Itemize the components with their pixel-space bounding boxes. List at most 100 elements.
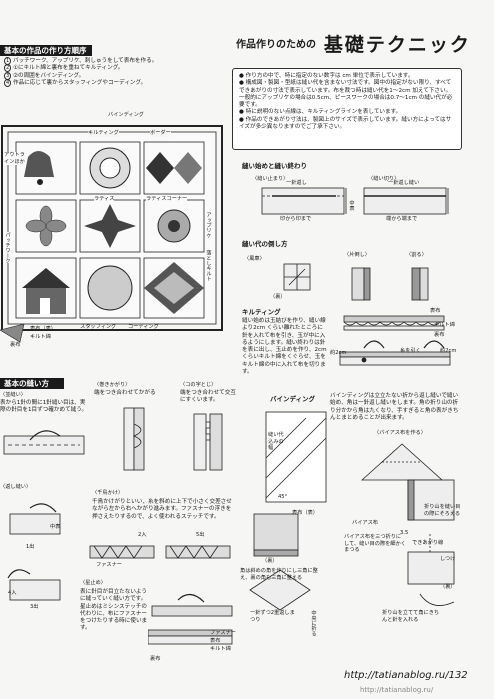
herringbone-title: 〈千鳥かけ〉 — [92, 490, 124, 496]
binding-corner-note: 角は斜めの角を作りにし三角に整え、裏の角も三角に整える — [240, 568, 318, 581]
running-stitch-text: 表から1針の間に1針縫い目は、実際の針目を1目ずつ確かめて縫う。 — [0, 400, 88, 414]
quilting-approx2: 約2cm — [330, 350, 347, 356]
backstitch-title: 〈返し縫い〉 — [0, 484, 32, 490]
quilting-svg — [339, 315, 451, 366]
binding-size35: 3.5 — [400, 530, 409, 536]
running-stitch-svg — [3, 430, 85, 455]
seam-end-label: 〈縫い切り〉 — [368, 176, 400, 182]
backstitch-in3: 3出 — [30, 604, 39, 610]
label-batting: キルト綿 — [30, 334, 51, 340]
seam-start-end-heading: 縫い始めと縫い終わり — [242, 162, 307, 170]
binding-left-svg — [249, 513, 311, 611]
notes-box: ● 作り方の中で、特に指定のない数字は cm 単位で表示しています。 ● 構成図… — [232, 68, 462, 150]
label-lattice-corner: ラティスコーナー — [146, 196, 188, 203]
binding-back2: （裏） — [440, 584, 456, 590]
ladder-stitch-text: 端をつき合わせて交互にすくいます。 — [180, 390, 236, 404]
label-stuffing: スタッフィング — [80, 324, 117, 330]
star-stitch-title: 〈星止め〉 — [80, 580, 106, 586]
star-stitch-text: 表に針目が目立たないように縫っていく縫い方です。星止めはミシンステッチの代わりに… — [80, 589, 148, 632]
binding-right-svg — [407, 479, 455, 606]
label-lattice: ラティス — [94, 196, 115, 203]
binding-steps-right: 折り山を縫い目の際にそろえる 3.5 できあがり線 しつけ 折り山を立てて角にき… — [382, 474, 466, 634]
binding-back: （裏） — [262, 558, 278, 564]
star-stitch-back: 裏布 — [150, 656, 161, 662]
backstitch-out4: 4入 — [8, 590, 17, 596]
label-outline: アウトラインほか — [4, 152, 26, 165]
binding-fold-note: 折り山を立てて角にきちんと針を入れる — [382, 610, 440, 623]
star-stitch-svg — [148, 593, 233, 645]
binding-mark: しつけ — [440, 556, 456, 562]
order-steps: 1 パッチワーク、アップリケ、刺しゅうをして表布を作る。 2 ①にキルト綿と裏布… — [4, 57, 229, 87]
backstitch-out1: 1出 — [26, 544, 35, 550]
seam-start-end-diagram: 〈縫い止まり〉 〈縫い切り〉 一針返し 一針返し縫い 印から印まで 端から端まで… — [240, 174, 462, 234]
note-item: ● 作り方の中で、特に指定のない数字は cm 単位で表示しています。 — [239, 73, 414, 79]
binding-stitch: 一針ずつ2重返しまつり — [250, 610, 295, 623]
binding-fold-ok: 折り山を縫い目の際にそろえる — [424, 504, 461, 517]
label-quilting: キルティング — [88, 130, 119, 137]
title-small: 作品作りのための — [236, 39, 316, 51]
label-applique: アップリケ — [205, 212, 212, 238]
bias-fold-svg — [360, 443, 444, 481]
order-step: 3 ②の周囲をバインディング。 — [4, 71, 85, 80]
footer-page: 132 — [448, 670, 468, 681]
quilting-approx2b: 約2cm — [440, 348, 457, 354]
binding-seam-allow: 縫い代込みの幅 — [268, 432, 284, 451]
binding-bias-cloth: バイアス布 — [352, 520, 378, 526]
star-stitch-batting: キルト綿 — [210, 646, 231, 652]
star-stitch-zipper: ファスナー — [210, 630, 236, 636]
seam-diagram-svg — [261, 187, 449, 215]
order-section-heading: 基本の作品の作り方順序 — [0, 45, 92, 57]
quilting-back: 裏布 — [434, 332, 445, 338]
running-stitch-title: 〈並縫い〉 — [0, 392, 26, 398]
binding-finish: できあがり線 — [412, 540, 444, 546]
open-label: 〈割る〉 — [406, 252, 427, 258]
label-binding: バインディング — [108, 112, 144, 118]
whip-stitch-title: 〈巻きかがり〉 — [94, 382, 131, 388]
footer-watermark: http://tatianablog.ru/ — [360, 686, 434, 694]
quilting-diagram: 表布 キルト綿 裏布 約2cm 糸を引く 約2cm — [330, 308, 464, 388]
star-stitch-front: 表布 — [210, 638, 221, 644]
footer-url-page: http://tatianablog.ru/132 — [344, 670, 468, 683]
binding-bias-label: 〈バイアス布を作る〉 — [374, 430, 426, 436]
seam-middle: 中表 — [348, 200, 355, 211]
label-front: 表布（表） — [30, 326, 56, 332]
binding-angle: 45° — [278, 494, 288, 500]
binding-bias-note: バイアス布を三つ折りにして、縫い目の際を細かくまつる — [344, 534, 406, 553]
one-side-label: 〈片倒し〉 — [344, 252, 370, 258]
seam-back-stitch2: 一針返し縫い — [388, 180, 420, 186]
note-item: ● 作品のできあがり寸法は、製図上のサイズで表示しています。縫い方によってはサイ… — [239, 116, 452, 130]
quilting-knot: 糸を引く — [400, 348, 421, 354]
herringbone-text: 千鳥かけがりといい、糸を斜めに上下で小さく交差させながら左から右へかがり進みます… — [92, 499, 232, 520]
binding-front-cloth: 表布（表） — [292, 510, 318, 516]
quilting-heading: キルティング — [242, 308, 281, 316]
quilting-text: 縫い始めは玉結びを作り、縫い線より2cm くらい離れたところに針を入れて布を引き… — [242, 318, 327, 375]
herringbone-svg — [89, 545, 231, 559]
seam-from-mark: 印から印まで — [280, 216, 312, 222]
ladder-stitch-title: 〈コの字とじ〉 — [180, 382, 217, 388]
order-step: 1 パッチワーク、アップリケ、刺しゅうをして表布を作る。 — [4, 57, 158, 65]
bias-strip-svg — [265, 411, 327, 503]
label-cording: コーディング — [128, 324, 159, 330]
seam-back-stitch: 一針返し — [286, 180, 307, 186]
note-item: ● 構成図・製図・型紙は縫い代を含まない寸法です。図中の指定がない限り、すべてで… — [239, 80, 453, 109]
label-patchwork: パッチワーク — [4, 232, 11, 264]
backstitch-svg — [7, 503, 61, 601]
seam-allowance-svg — [283, 263, 429, 301]
seam-allowance-back: （裏） — [270, 294, 286, 300]
binding-to-center: 中央に折る — [310, 610, 317, 636]
quilt-diagram: バインディング キルティング ボーダー アウトラインほか ラティス ラティスコー… — [0, 112, 232, 352]
seam-edge-to-edge: 端から端まで — [386, 216, 418, 222]
windmill-label: 〈風車〉 — [244, 256, 265, 262]
quilt-illustration — [0, 125, 223, 343]
binding-steps-left: （裏） 角は斜めの角を作りにし三角に整え、裏の角も三角に整える 一針ずつ2重返し… — [240, 510, 340, 636]
quilting-front: 表布 — [430, 308, 441, 314]
seam-start-label: 〈縫い止まり〉 — [252, 176, 289, 182]
label-back: 裏布 — [10, 342, 21, 348]
quilting-batting: キルト綿 — [434, 322, 455, 328]
label-drop-quilt: 落としキルト — [205, 250, 212, 282]
basic-stitches-heading: 基本の縫い方 — [0, 378, 64, 390]
seam-allowance-heading: 縫い代の倒し方 — [242, 240, 288, 248]
order-step: 4 作品に応じて裏からスタッフィングやコーディング。 — [4, 78, 147, 87]
order-step: 2 ①にキルト綿と裏布を重ねてキルティング。 — [4, 64, 124, 73]
note-item: ● 特に説明のない点線は、キルティングラインを表しています。 — [239, 109, 402, 116]
